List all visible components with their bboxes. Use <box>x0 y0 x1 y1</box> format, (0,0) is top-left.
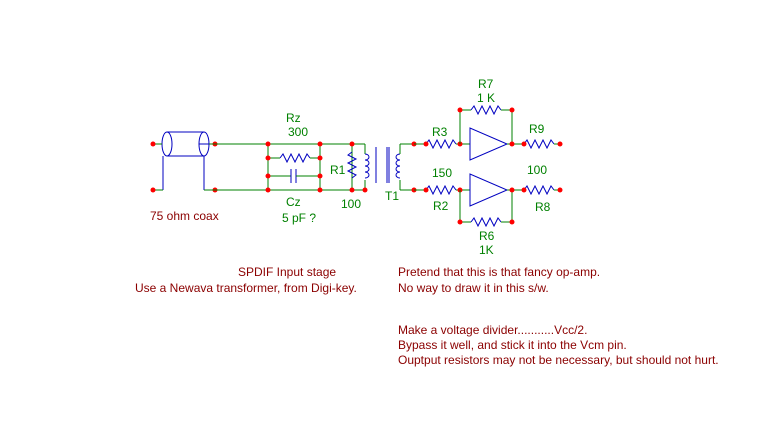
r6-ref-label: R6 <box>479 229 495 243</box>
r9-ref-label: R9 <box>529 122 545 136</box>
resistor-r2 <box>414 184 470 196</box>
node-r1-top <box>349 141 355 147</box>
node-rz-right-bottom <box>317 187 323 193</box>
r1-ref-label: R1 <box>330 163 346 177</box>
node-rz-left-top <box>265 141 271 147</box>
node-coax-in-shield <box>150 187 156 193</box>
node-r1-bottom <box>349 187 355 193</box>
node-t1-primary-bottom <box>362 187 368 193</box>
resistor-r1 <box>346 151 358 179</box>
node-coax-in-center <box>150 141 156 147</box>
note-vcm-line2: Bypass it well, and stick it into the Vc… <box>398 338 627 352</box>
coax-connector <box>161 131 210 190</box>
note-vcm-line3: Ouptput resistors may not be necessary, … <box>398 353 719 367</box>
node-rz-left-bottom <box>265 187 271 193</box>
note-title-line1: SPDIF Input stage <box>238 265 336 279</box>
resistor-r7 <box>457 104 515 116</box>
rz-value-label: 300 <box>288 125 308 139</box>
note-vcm-line1: Make a voltage divider...........Vcc/2. <box>398 323 587 337</box>
capacitor-cz <box>265 169 323 183</box>
t1-ref-label: T1 <box>385 189 399 203</box>
node-rz-right-top <box>317 141 323 147</box>
cz-ref-label: Cz <box>286 195 301 209</box>
rz-ref-label: Rz <box>286 111 301 125</box>
r2-value-label: 150 <box>432 166 452 180</box>
r2-ref-label: R2 <box>433 199 449 213</box>
resistor-rz <box>265 152 323 164</box>
resistor-r6 <box>457 216 515 228</box>
r9-value-label: 100 <box>527 163 547 177</box>
r8-ref-label: R8 <box>535 200 551 214</box>
transformer-t1 <box>364 147 401 183</box>
note-opamp-line1: Pretend that this is that fancy op-amp. <box>398 265 600 279</box>
r7-ref-label: R7 <box>478 77 494 91</box>
resistor-r9 <box>509 138 563 150</box>
coax-label: 75 ohm coax <box>150 209 219 223</box>
opamp-top <box>469 127 512 161</box>
cz-value-label: 5 pF ? <box>282 211 316 225</box>
resistor-r3 <box>414 138 470 150</box>
r1-value-label: 100 <box>341 197 361 211</box>
opamp-bottom <box>469 173 512 207</box>
note-title-line2: Use a Newava transformer, from Digi-key. <box>135 281 357 295</box>
r3-ref-label: R3 <box>432 125 448 139</box>
note-opamp-line2: No way to draw it in this s/w. <box>398 281 549 295</box>
resistor-r8 <box>509 184 563 196</box>
r7-value-label: 1 K <box>477 91 495 105</box>
r6-value-label: 1K <box>479 243 494 257</box>
